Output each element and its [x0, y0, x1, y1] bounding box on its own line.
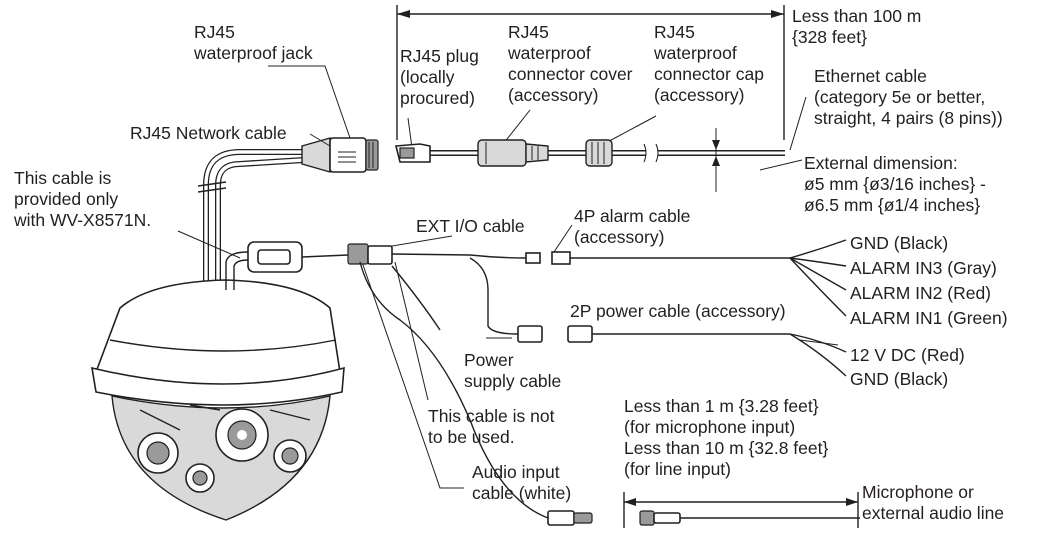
length-limit-label: Less than 100 m{328 feet}: [792, 6, 922, 47]
rj45-network-cable-label: RJ45 Network cable: [130, 123, 287, 143]
ethernet-assembly: [394, 128, 785, 192]
ext-io-cable-label: EXT I/O cable: [416, 216, 525, 236]
alarm-cable-label: 4P alarm cable(accessory): [574, 206, 691, 247]
alarm-wires-label: GND (Black)ALARM IN3 (Gray)ALARM IN2 (Re…: [850, 233, 1008, 328]
audio-connectors: [547, 492, 860, 528]
ethernet-cable-label: Ethernet cable(category 5e or better,str…: [814, 66, 1003, 128]
camera-dome: [91, 279, 345, 521]
rj45-network-cable: [197, 149, 307, 303]
power-wires-label: 12 V DC (Red)GND (Black): [850, 345, 965, 389]
rj45-waterproof-jack: [301, 137, 379, 173]
length-dimension-bracket: [396, 5, 785, 140]
external-dimension-label: External dimension:ø5 mm {ø3/16 inches} …: [804, 153, 986, 215]
audio-length-label: Less than 1 m {3.28 feet}(for microphone…: [624, 396, 829, 479]
power-cable-label: 2P power cable (accessory): [570, 301, 786, 321]
ext-io-harness: [225, 239, 847, 519]
